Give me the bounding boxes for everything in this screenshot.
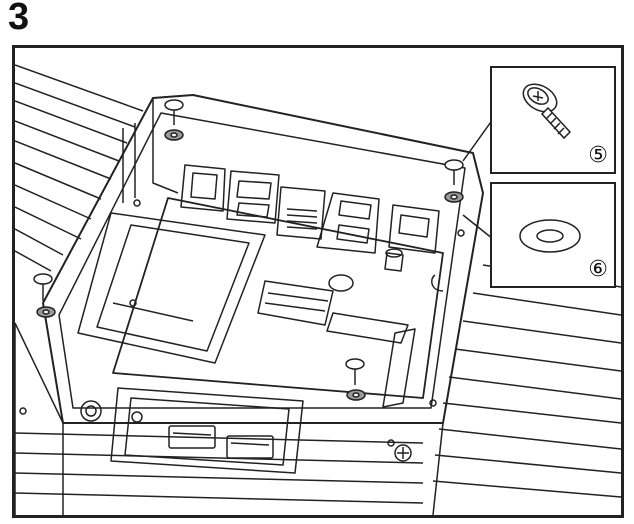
callout-label-5: ⑤ <box>588 143 608 168</box>
chassis-illustration <box>15 64 621 515</box>
callout-screw: ⑤ <box>490 66 616 174</box>
screw-top-right <box>444 159 464 203</box>
step-number: 3 <box>8 0 30 38</box>
heatsink-fins-left <box>15 64 144 272</box>
heatsink-fins-right <box>432 264 621 498</box>
washer-icon <box>519 219 581 253</box>
callout-label-6: ⑥ <box>588 257 608 282</box>
screw-icon <box>522 83 572 140</box>
screw-bottom <box>345 358 366 401</box>
heatsink-fins-bottom <box>15 432 424 504</box>
screw-top-left <box>164 99 184 141</box>
screw-left <box>33 273 56 318</box>
callout-washer: ⑥ <box>490 182 616 288</box>
